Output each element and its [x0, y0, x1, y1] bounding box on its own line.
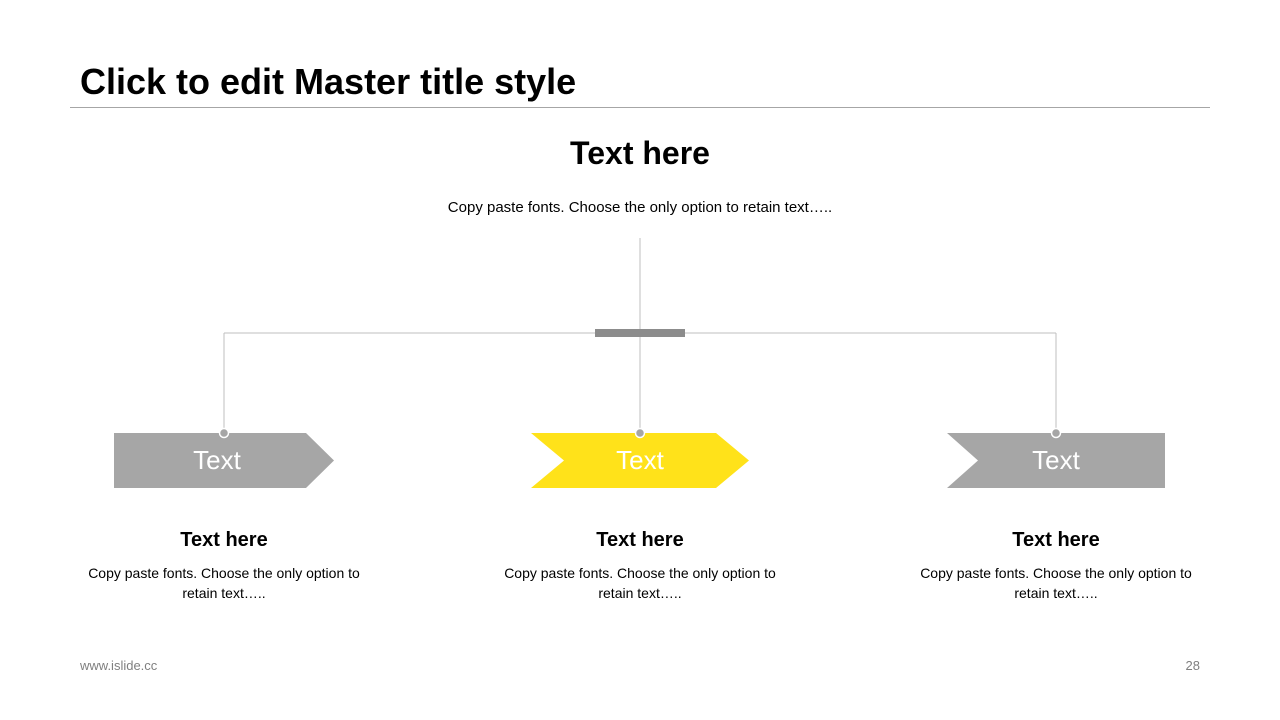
item-description-left: Copy paste fonts. Choose the only option… — [88, 565, 360, 601]
arrow-label-left: Text — [193, 445, 241, 475]
item-description-right: Copy paste fonts. Choose the only option… — [920, 565, 1192, 601]
title-divider — [70, 107, 1210, 108]
item-heading-center: Text here — [596, 529, 684, 551]
item-heading-right: Text here — [1012, 529, 1100, 551]
hub-bar — [595, 329, 685, 337]
item-heading-left: Text here — [180, 529, 268, 551]
item-description-center: Copy paste fonts. Choose the only option… — [504, 565, 776, 601]
page-number: 28 — [1185, 658, 1200, 673]
arrow-shape-center — [531, 433, 749, 488]
arrow-label-right: Text — [1032, 445, 1080, 475]
node-dot-right — [1050, 427, 1062, 439]
arrow-shape-left — [114, 433, 334, 488]
top-description: Copy paste fonts. Choose the only option… — [447, 199, 833, 216]
arrow-shape-right — [947, 433, 1165, 488]
node-dot-left — [218, 427, 230, 439]
top-heading: Text here — [570, 135, 710, 171]
arrow-label-center: Text — [616, 445, 664, 475]
node-dot-center — [634, 427, 646, 439]
slide-title: Click to edit Master title style — [80, 61, 577, 102]
footer-website: www.islide.cc — [80, 658, 158, 673]
